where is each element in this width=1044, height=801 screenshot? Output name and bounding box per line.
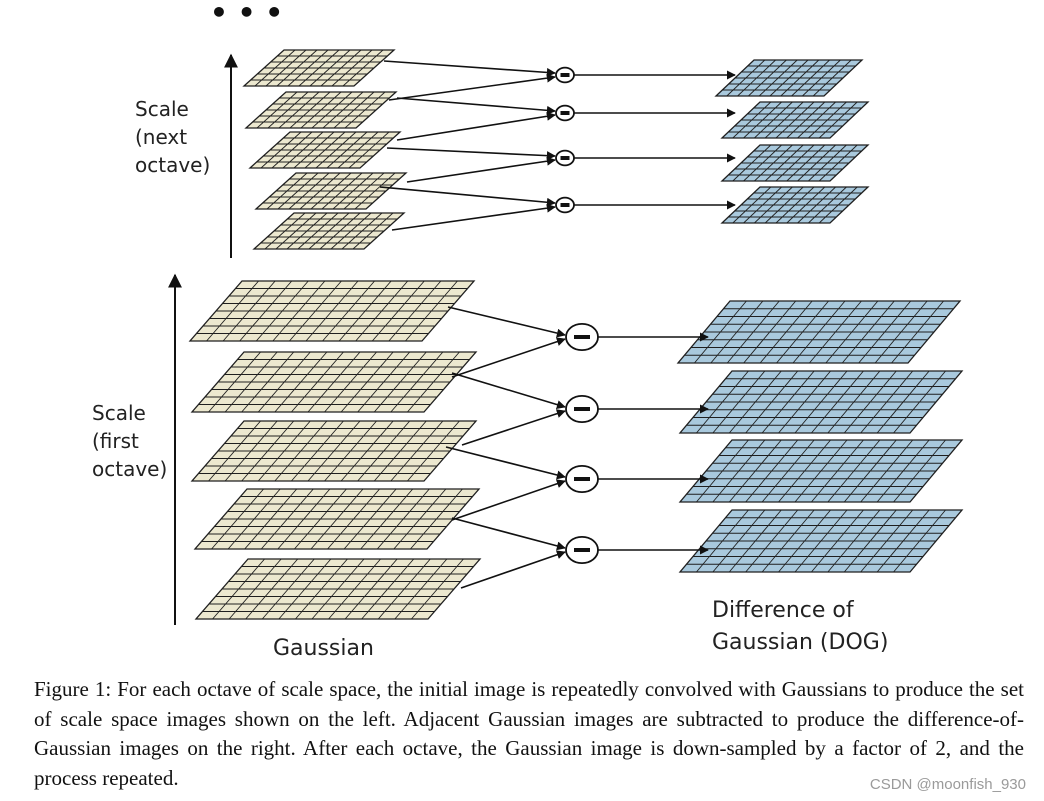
gaussian-to-minus-arrow <box>383 60 556 77</box>
gaussian-label: Gaussian <box>273 636 374 661</box>
gaussian-image-first-1 <box>188 280 476 342</box>
gaussian-to-minus-arrow <box>388 73 556 101</box>
minus-node <box>565 394 599 424</box>
minus-node <box>565 464 599 494</box>
dog-image-first-1 <box>676 300 962 364</box>
gaussian-to-minus-arrow <box>451 337 566 378</box>
subtraction-arrows <box>379 60 736 589</box>
minus-symbol <box>560 111 570 115</box>
gaussian-to-minus-arrow <box>391 203 556 231</box>
gaussian-image-next-3 <box>248 131 402 169</box>
minus-symbol <box>574 477 590 481</box>
minus-node <box>555 149 575 167</box>
minus-symbol <box>574 548 590 552</box>
gaussian-to-minus-arrow <box>406 156 556 183</box>
gaussian-to-minus-arrow <box>451 479 566 521</box>
minus-symbol <box>560 203 570 207</box>
scale-first-label: Scale (first octave) <box>92 401 167 481</box>
gaussian-image-first-4 <box>193 488 481 550</box>
dog-image-next-4 <box>720 186 870 224</box>
dog-image-first-2 <box>678 370 964 434</box>
gaussian-image-next-2 <box>244 91 398 129</box>
subtraction-nodes <box>555 66 599 565</box>
minus-node <box>555 196 575 214</box>
scale-next-label: Scale (next octave) <box>135 97 210 177</box>
dog-image-first-4 <box>678 509 964 573</box>
gaussian-image-next-4 <box>254 172 408 210</box>
dog-image-next-3 <box>720 144 870 182</box>
sift-dog-diagram: • • • Scale (next octave) Scale (first o… <box>92 0 964 661</box>
watermark: CSDN @moonfish_930 <box>869 776 1026 793</box>
minus-symbol <box>574 407 590 411</box>
dog-image-next-1 <box>714 59 864 97</box>
minus-node <box>555 104 575 122</box>
gaussian-image-first-3 <box>190 420 478 482</box>
gaussian-to-minus-arrow <box>379 186 556 207</box>
minus-symbol <box>560 73 570 77</box>
gaussian-to-minus-arrow <box>396 111 556 141</box>
minus-node <box>565 535 599 565</box>
gaussian-image-first-5 <box>194 558 482 620</box>
gaussian-image-next-1 <box>242 49 396 87</box>
figure-caption: Figure 1: For each octave of scale space… <box>34 677 1024 790</box>
dog-label: Difference of Gaussian (DOG) <box>712 598 888 655</box>
gaussian-image-first-2 <box>190 351 478 413</box>
minus-symbol <box>560 156 570 160</box>
gaussian-to-minus-arrow <box>386 147 556 161</box>
ellipsis: • • • <box>210 0 283 29</box>
gaussian-to-minus-arrow <box>460 550 566 589</box>
dog-image-next-2 <box>720 101 870 139</box>
dog-image-first-3 <box>678 439 964 503</box>
gaussian-to-minus-arrow <box>461 409 566 446</box>
image-layers <box>188 49 964 620</box>
gaussian-image-next-5 <box>252 212 406 250</box>
minus-node <box>555 66 575 84</box>
gaussian-to-minus-arrow <box>445 446 566 480</box>
gaussian-to-minus-arrow <box>451 517 566 551</box>
minus-node <box>565 322 599 352</box>
gaussian-to-minus-arrow <box>396 97 556 115</box>
gaussian-to-minus-arrow <box>447 306 566 338</box>
minus-symbol <box>574 335 590 339</box>
gaussian-to-minus-arrow <box>451 372 566 409</box>
